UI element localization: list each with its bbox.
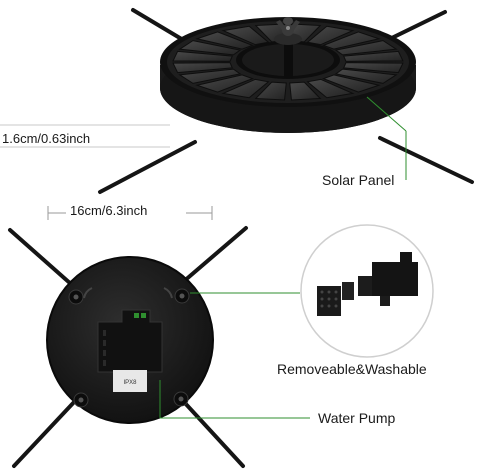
solar-cell <box>334 40 398 56</box>
solar-panel-label: Solar Panel <box>322 172 395 188</box>
solar-cell <box>254 81 287 101</box>
solar-panel-callout-line <box>366 96 407 180</box>
height-dimension-lines <box>0 124 170 148</box>
removeable-washable-label: Removeable&Washable <box>277 361 427 377</box>
solar-cell <box>306 25 355 46</box>
solar-cell <box>195 31 254 50</box>
stake-bottom-view-2 <box>174 226 248 290</box>
solar-cell <box>178 40 242 56</box>
solar-cells <box>172 23 404 101</box>
filter-components-photo <box>300 224 434 358</box>
solar-fountain-top-view <box>98 8 474 194</box>
solar-cell <box>322 74 381 93</box>
nozzle-head <box>274 33 302 45</box>
solar-cell <box>342 50 404 62</box>
solar-cell <box>178 68 242 84</box>
stake-bottom-right <box>378 136 474 184</box>
stake-bottom-view-3 <box>12 398 78 468</box>
solar-cell <box>172 50 234 62</box>
diameter-dimension-line <box>47 206 213 220</box>
stake-bottom-view-1 <box>8 228 82 294</box>
pump-rating-text: IPX8 <box>123 380 137 386</box>
solar-cell <box>195 74 254 93</box>
solar-cell <box>342 62 404 74</box>
diameter-dimension-label: 16cm/6.3inch <box>70 203 148 218</box>
height-dimension-label: 1.6cm/0.63inch <box>2 131 91 146</box>
pump-body <box>372 252 418 296</box>
solar-cell <box>306 78 355 99</box>
fountain-bottom-view: IPX8 <box>8 226 248 468</box>
water-pump-label: Water Pump <box>318 410 396 426</box>
bottom-callout-lines <box>159 292 310 419</box>
solar-cell <box>322 31 381 50</box>
stake-bottom-view-4 <box>182 400 245 468</box>
solar-cell <box>289 81 322 101</box>
stake-bottom-left <box>98 140 197 194</box>
solar-cell <box>221 78 270 99</box>
pump-rating-sticker <box>113 370 147 392</box>
solar-cell <box>172 62 234 74</box>
solar-cell <box>221 25 270 46</box>
solar-cell <box>334 68 398 84</box>
